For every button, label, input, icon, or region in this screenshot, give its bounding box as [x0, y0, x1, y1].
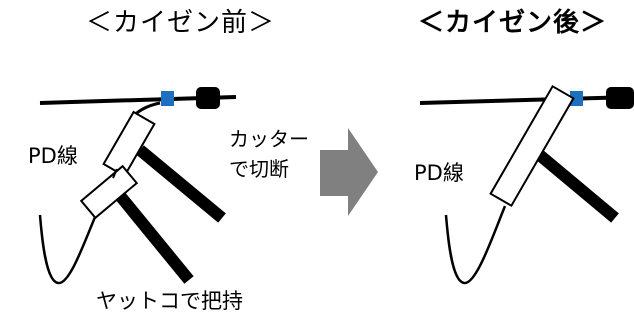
gray-arrow: [320, 128, 378, 216]
after-blue-clip: [570, 91, 583, 106]
before-plier-handle-1: [136, 145, 226, 223]
after-panel: [419, 84, 634, 285]
before-title: ＜カイゼン前＞: [86, 8, 276, 38]
tool-hold-label: ヤットコで把持: [96, 289, 243, 313]
before-wire-label: PD線: [28, 144, 78, 168]
before-upper-tube: [102, 110, 156, 178]
after-title: ＜カイゼン後＞: [418, 8, 608, 38]
before-blue-clip: [161, 91, 174, 106]
before-lower-tube: [79, 164, 139, 220]
after-long-tube: [489, 84, 575, 208]
after-connector: [606, 87, 634, 109]
before-panel: [38, 87, 237, 285]
before-plier-handle-2: [112, 188, 194, 284]
cut-process-label: カッター で切断: [229, 127, 309, 181]
after-plier-handle: [532, 147, 619, 223]
after-wire-label: PD線: [414, 161, 464, 185]
before-connector: [196, 87, 220, 109]
before-pd-wire-curve: [38, 209, 100, 285]
after-pd-wire-curve: [444, 205, 507, 285]
before-tube-link: [112, 168, 118, 179]
after-main-wire: [419, 95, 634, 105]
process-arrow: [320, 128, 378, 216]
